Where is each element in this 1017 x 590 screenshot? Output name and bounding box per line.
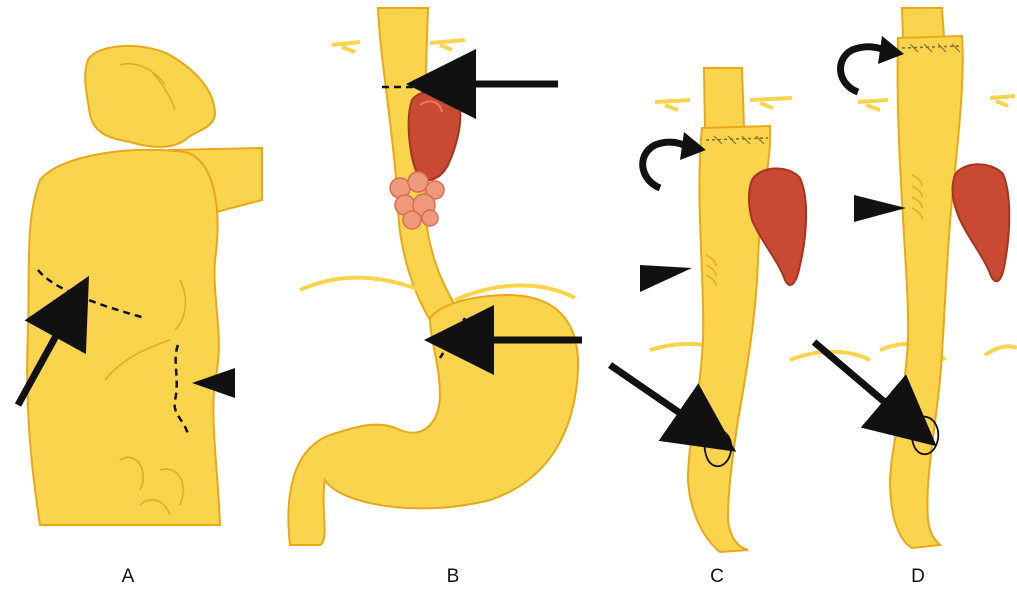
curved-arrow-icon	[643, 132, 706, 188]
arrowhead-icon	[640, 265, 692, 292]
arrowhead-icon	[854, 195, 906, 222]
straight-arrow-icon	[610, 365, 690, 420]
panel-a-torso	[27, 46, 262, 525]
panel-label-c: C	[702, 566, 732, 588]
curved-arrow-icon	[841, 36, 904, 92]
panel-label-d: D	[903, 566, 933, 588]
panel-d-anatomy	[858, 8, 1017, 548]
panel-label-a: A	[113, 566, 143, 588]
panel-b-anatomy	[288, 8, 578, 545]
panel-label-b: B	[438, 566, 468, 588]
